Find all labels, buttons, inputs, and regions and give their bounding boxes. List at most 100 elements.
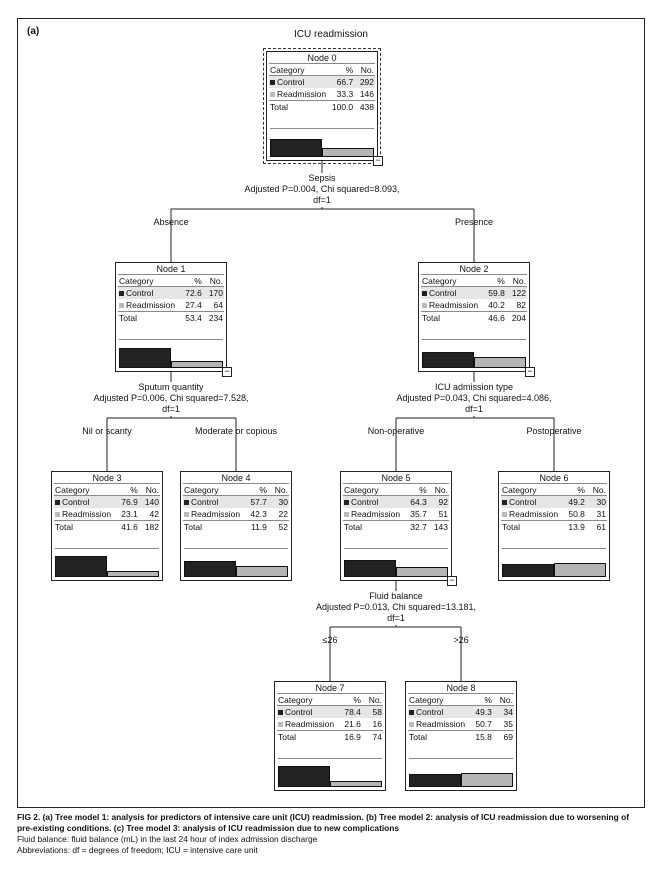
bar-control <box>184 561 236 577</box>
split-variable: Sputum quantity <box>138 382 204 392</box>
collapse-toggle[interactable]: − <box>373 156 383 166</box>
node-bar-chart <box>422 339 526 368</box>
category-pct: 35.7 <box>410 509 427 519</box>
total-label: Total <box>54 520 113 533</box>
total-pct: 100.0 <box>327 100 355 113</box>
category-label: Control <box>54 495 113 508</box>
category-label: Readmission <box>183 508 241 521</box>
column-header: % <box>479 274 506 287</box>
node-table-header: Category%No. <box>343 483 449 496</box>
category-count: 30 <box>267 495 289 508</box>
category-count: 140 <box>138 495 160 508</box>
category-count: 35 <box>503 719 513 729</box>
branch-label: Postoperative <box>526 426 582 436</box>
column-header: No. <box>361 693 383 706</box>
collapse-toggle[interactable]: − <box>525 367 535 377</box>
figure-frame <box>17 18 645 808</box>
collapse-toggle[interactable]: − <box>222 367 232 377</box>
split-statistics: Adjusted P=0.043, Chi squared=4.086, <box>396 393 552 403</box>
node-bar-chart <box>409 758 513 787</box>
legend-swatch <box>184 512 189 518</box>
legend-swatch <box>422 291 427 297</box>
column-header: Category <box>277 693 336 706</box>
column-header: No. <box>354 63 375 76</box>
total-pct: 46.6 <box>479 311 506 324</box>
bar-readmission <box>474 357 526 368</box>
category-pct: 64.3 <box>401 495 428 508</box>
total-label: Total <box>343 520 402 533</box>
total-label: Total <box>421 311 480 324</box>
category-label: Readmission <box>421 299 479 312</box>
category-pct: 49.2 <box>559 495 586 508</box>
legend-swatch <box>344 500 349 506</box>
node-bar-chart <box>270 128 374 157</box>
total-count: 52 <box>267 520 289 533</box>
total-count: 74 <box>361 730 383 743</box>
total-pct: 53.4 <box>176 311 203 324</box>
legend-swatch <box>270 92 275 98</box>
node-bar-chart <box>344 548 448 577</box>
column-header: % <box>112 483 139 496</box>
category-pct: 78.4 <box>335 705 362 718</box>
split-variable: ICU admission type <box>434 382 514 392</box>
split-statistics: Adjusted P=0.004, Chi squared=8.093, <box>244 184 400 194</box>
split-statistics: Adjusted P=0.006, Chi squared=7.528, <box>93 393 249 403</box>
split-df: df=1 <box>313 195 331 205</box>
column-header: No. <box>492 693 514 706</box>
category-count: 16 <box>372 719 382 729</box>
category-count: 34 <box>492 705 514 718</box>
caption-line-1: FIG 2. (a) Tree model 1: analysis for pr… <box>17 812 645 834</box>
node-table-header: Category%No. <box>277 693 383 706</box>
bar-control <box>422 351 474 368</box>
total-count: 61 <box>585 520 607 533</box>
category-label: Readmission <box>118 299 176 312</box>
legend-swatch <box>55 500 60 506</box>
column-header: % <box>559 483 586 496</box>
category-pct: 50.8 <box>568 509 585 519</box>
total-label: Total <box>269 100 328 113</box>
node-title: Node 5 <box>381 473 411 483</box>
column-header: % <box>466 693 493 706</box>
split-statistics: Adjusted P=0.013, Chi squared=13.181, <box>315 602 477 612</box>
tree-title: ICU readmission <box>294 29 368 40</box>
category-count: 22 <box>278 509 288 519</box>
bar-control <box>119 348 171 368</box>
total-count: 234 <box>202 311 224 324</box>
legend-swatch <box>119 303 124 309</box>
branch-label: Nil or scanty <box>82 426 132 436</box>
split-variable: Sepsis <box>308 173 336 183</box>
node-title: Node 1 <box>156 264 186 274</box>
column-header: Category <box>118 274 177 287</box>
total-count: 438 <box>354 100 375 113</box>
node-bar-chart <box>278 758 382 787</box>
collapse-toggle[interactable]: − <box>447 576 457 586</box>
bar-control <box>344 559 396 577</box>
column-header: No. <box>138 483 160 496</box>
branch-label: Absence <box>153 217 189 227</box>
branch-label: >26 <box>453 635 469 645</box>
category-pct: 72.6 <box>176 286 203 299</box>
legend-swatch <box>344 512 349 518</box>
node-bar-chart <box>502 548 606 577</box>
column-header: Category <box>408 693 467 706</box>
bar-control <box>278 765 330 787</box>
total-count: 182 <box>138 520 160 533</box>
